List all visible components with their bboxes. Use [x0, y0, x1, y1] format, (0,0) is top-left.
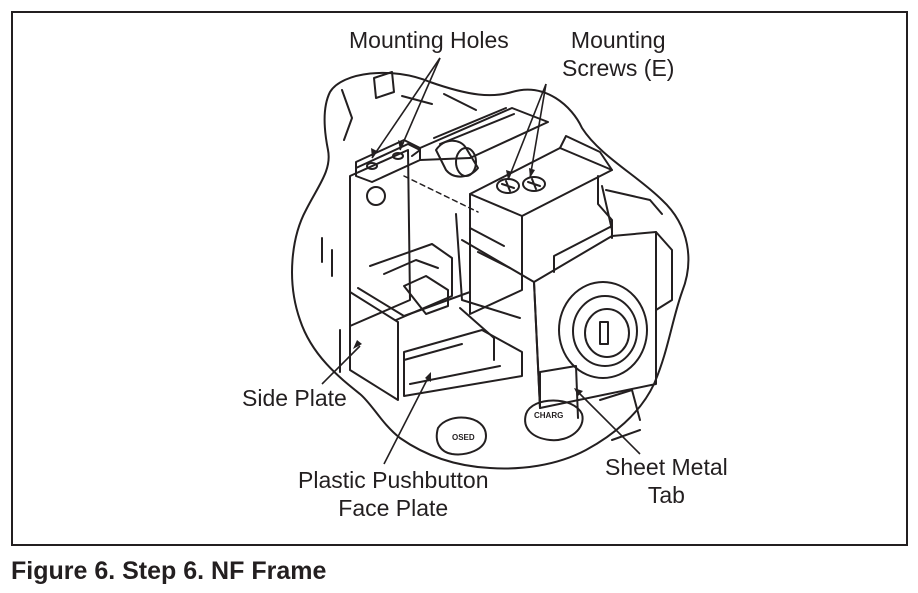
- lock-cylinder: [558, 281, 648, 379]
- label-mounting-holes: Mounting Holes: [349, 26, 509, 54]
- frame-side-wall: [349, 149, 411, 327]
- label-sheet-metal-line1: Sheet Metal: [605, 454, 728, 480]
- leader-mounting-screws-2: [529, 83, 547, 179]
- lock-housing-top: [469, 147, 613, 217]
- leader-mounting-holes-1: [371, 57, 441, 159]
- side-plate: [349, 291, 399, 401]
- label-mounting-holes-text: Mounting Holes: [349, 27, 509, 53]
- leader-side-plate: [321, 345, 361, 385]
- badge-left-text: OSED: [452, 433, 475, 442]
- label-pushbutton-face-plate: Plastic Pushbutton Face Plate: [298, 466, 489, 522]
- leader-pushbutton: [383, 373, 431, 465]
- leader-sheet-metal: [575, 389, 641, 455]
- leader-mounting-holes-2: [399, 57, 441, 151]
- cutaway-outline: [291, 71, 690, 470]
- label-mounting-screws: Mounting Screws (E): [562, 26, 674, 82]
- pushbutton-face-plate: [403, 329, 523, 397]
- label-pushbutton-line1: Plastic Pushbutton: [298, 467, 489, 493]
- badge-right-text: CHARG: [534, 411, 563, 420]
- leader-mounting-screws-1: [507, 83, 547, 181]
- mounting-screw: [522, 176, 546, 192]
- label-side-plate-text: Side Plate: [242, 385, 347, 411]
- label-pushbutton-line2: Face Plate: [338, 495, 449, 521]
- figure-caption: Figure 6. Step 6. NF Frame: [11, 557, 327, 585]
- label-mounting-screws-line2: Screws (E): [562, 55, 675, 81]
- label-side-plate: Side Plate: [242, 384, 347, 412]
- label-mounting-screws-line1: Mounting: [570, 27, 666, 53]
- label-sheet-metal-tab: Sheet Metal Tab: [605, 453, 728, 509]
- lock-housing-front: [533, 231, 657, 409]
- label-sheet-metal-line2: Tab: [647, 482, 685, 508]
